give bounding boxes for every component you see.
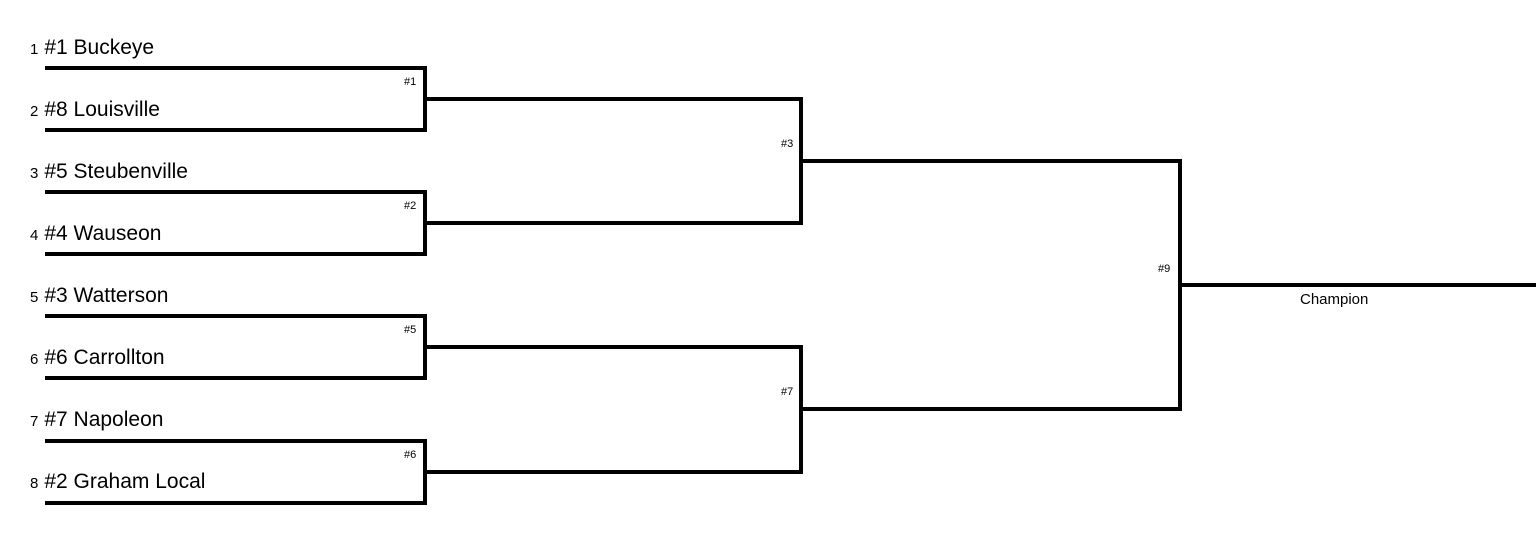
slot-number: 6 (30, 351, 39, 368)
game-number: #5 (404, 324, 417, 336)
team-slot: 5 #3 Watterson (30, 284, 168, 308)
game-3-bracket (425, 97, 803, 225)
slot-number: 4 (30, 227, 39, 244)
game-number: #3 (781, 138, 794, 150)
team-name: #4 Wauseon (44, 222, 162, 245)
team-slot: 2 #8 Louisville (30, 98, 160, 122)
team-name: #8 Louisville (44, 98, 160, 121)
slot-number: 5 (30, 289, 39, 306)
game-number: #2 (404, 200, 417, 212)
team-name: #2 Graham Local (44, 470, 206, 493)
game-7-bracket (425, 345, 803, 474)
game-number: #1 (404, 76, 417, 88)
team-name: #3 Watterson (44, 284, 169, 307)
game-number: #6 (404, 449, 417, 461)
team-slot: 6 #6 Carrollton (30, 346, 165, 370)
team-slot: 3 #5 Steubenville (30, 160, 188, 184)
team-slot: 1 #1 Buckeye (30, 36, 154, 60)
team-name: #1 Buckeye (44, 36, 155, 59)
slot-number: 3 (30, 165, 39, 182)
team-name: #7 Napoleon (44, 408, 164, 431)
team-name: #6 Carrollton (44, 346, 165, 369)
slot-number: 2 (30, 103, 39, 120)
team-name: #5 Steubenville (44, 160, 188, 183)
slot-number: 8 (30, 475, 39, 492)
team-slot: 7 #7 Napoleon (30, 408, 163, 432)
team-slot: 8 #2 Graham Local (30, 470, 205, 494)
slot-number: 1 (30, 41, 39, 58)
slot-number: 7 (30, 413, 39, 430)
champion-label: Champion (1300, 291, 1369, 308)
team-slot: 4 #4 Wauseon (30, 222, 161, 246)
game-number: #9 (1158, 263, 1171, 275)
game-number: #7 (781, 386, 794, 398)
game-9-bracket (801, 159, 1182, 411)
